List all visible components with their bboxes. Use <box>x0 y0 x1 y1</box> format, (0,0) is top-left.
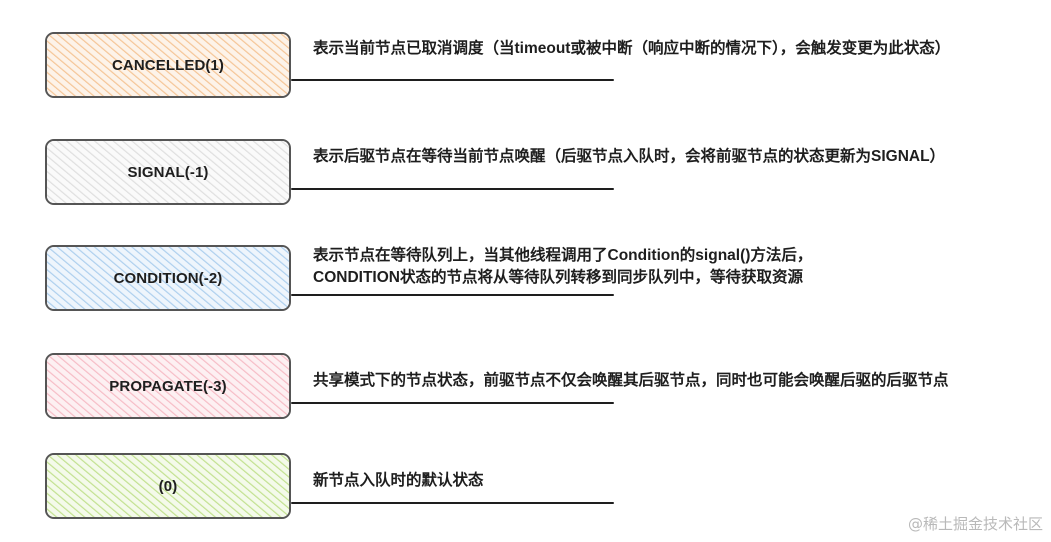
state-box-cancelled: CANCELLED(1) <box>45 32 291 98</box>
watermark: @稀土掘金技术社区 <box>907 515 1043 533</box>
state-description: 共享模式下的节点状态，前驱节点不仅会唤醒其后驱节点，同时也可能会唤醒后驱的后驱节… <box>313 370 949 392</box>
state-box-propagate: PROPAGATE(-3) <box>45 353 291 419</box>
description-line: CONDITION状态的节点将从等待队列转移到同步队列中，等待获取资源 <box>313 269 803 286</box>
state-box-signal: SIGNAL(-1) <box>45 139 291 205</box>
description-line: 表示节点在等待队列上，当其他线程调用了Condition的signal()方法后… <box>313 247 813 264</box>
connector-line <box>291 188 614 190</box>
connector-line <box>291 294 614 296</box>
connector-line <box>291 402 614 404</box>
state-label: CANCELLED(1) <box>111 56 225 74</box>
state-label: SIGNAL(-1) <box>127 163 209 181</box>
description-line: 表示后驱节点在等待当前节点唤醒（后驱节点入队时，会将前驱节点的状态更新为SIGN… <box>313 148 946 165</box>
description-line: 共享模式下的节点状态，前驱节点不仅会唤醒其后驱节点，同时也可能会唤醒后驱的后驱节… <box>313 372 949 389</box>
connector-line <box>291 79 614 81</box>
state-description: 表示节点在等待队列上，当其他线程调用了Condition的signal()方法后… <box>313 245 812 289</box>
hatch-fill <box>47 455 289 517</box>
hatch-fill <box>47 34 289 96</box>
hatch-fill <box>47 247 289 309</box>
hatch-fill <box>47 355 289 417</box>
state-description: 表示后驱节点在等待当前节点唤醒（后驱节点入队时，会将前驱节点的状态更新为SIGN… <box>313 146 945 168</box>
hatch-fill <box>47 141 289 203</box>
state-description: 表示当前节点已取消调度（当timeout或被中断（响应中断的情况下），会触发变更… <box>313 38 950 60</box>
state-description: 新节点入队时的默认状态 <box>313 470 484 492</box>
description-line: 新节点入队时的默认状态 <box>313 472 484 489</box>
description-line: 表示当前节点已取消调度（当timeout或被中断（响应中断的情况下），会触发变更… <box>313 40 951 57</box>
state-label: CONDITION(-2) <box>113 269 223 287</box>
state-box-default: (0) <box>45 453 291 519</box>
state-label: PROPAGATE(-3) <box>109 377 227 395</box>
state-label: (0) <box>158 477 178 495</box>
connector-line <box>291 502 614 504</box>
state-box-condition: CONDITION(-2) <box>45 245 291 311</box>
